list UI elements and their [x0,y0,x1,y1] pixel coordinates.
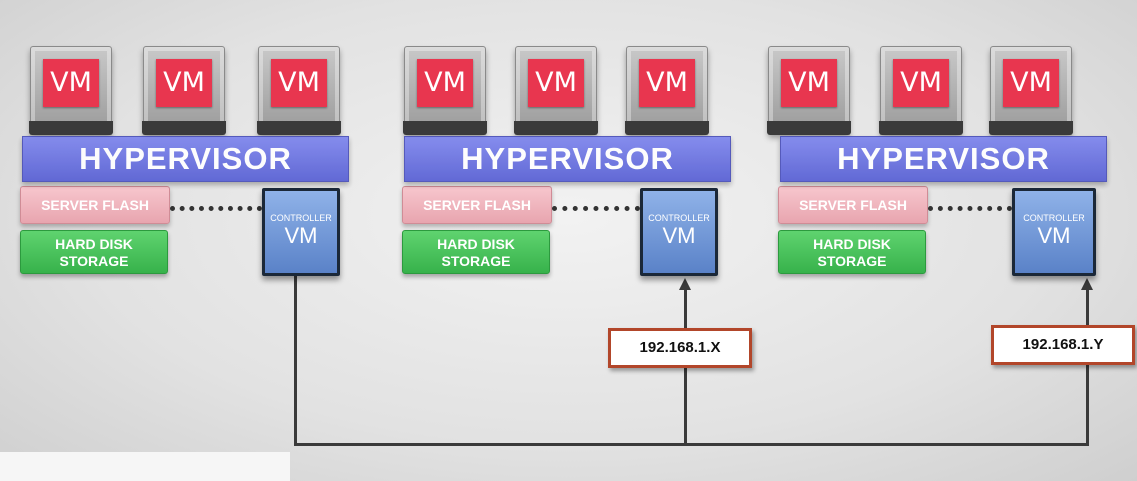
controller-vm: CONTROLLER VM [1012,188,1096,276]
storage-label: STORAGE [817,253,887,269]
vm-label: VM [781,59,837,107]
vm-box: VM [257,46,341,135]
dotted-link [928,206,1012,211]
vm-label: VM [528,59,584,107]
vm-box: VM [403,46,487,135]
vm-label: VM [43,59,99,107]
hypervisor-bar: HYPERVISOR [404,136,731,182]
vm-box: VM [514,46,598,135]
network-bus-line [294,443,1089,446]
controller-label: CONTROLLER [270,213,332,223]
controller-label: CONTROLLER [1023,213,1085,223]
server-flash: SERVER FLASH [20,186,170,224]
vm-box: VM [879,46,963,135]
hypervisor-bar: HYPERVISOR [780,136,1107,182]
arrow-up-icon [679,278,691,290]
controller-vm-label: VM [662,223,696,248]
dotted-link [552,206,640,211]
hard-disk-label: HARD DISK [813,236,891,252]
hypervisor-bar: HYPERVISOR [22,136,349,182]
node-2: VM VM VM HYPERVISOR SERVER FLASH HARD DI… [402,0,764,300]
controller-vm: CONTROLLER VM [640,188,718,276]
hard-disk-label: HARD DISK [437,236,515,252]
network-line-node-1 [294,276,297,446]
node-1: VM VM VM HYPERVISOR SERVER FLASH HARD DI… [20,0,382,300]
vm-label: VM [417,59,473,107]
hard-disk-label: HARD DISK [55,236,133,252]
ip-label-x: 192.168.1.X [608,328,752,368]
vm-label: VM [639,59,695,107]
storage-label: STORAGE [59,253,129,269]
network-line-node-2 [684,290,687,446]
overlay-patch [0,452,290,481]
vm-label: VM [271,59,327,107]
network-line-node-3 [1086,290,1089,446]
dotted-link [170,206,262,211]
controller-vm: CONTROLLER VM [262,188,340,276]
controller-vm-label: VM [284,223,318,248]
controller-label: CONTROLLER [648,213,710,223]
vm-box: VM [625,46,709,135]
server-flash: SERVER FLASH [402,186,552,224]
server-flash: SERVER FLASH [778,186,928,224]
node-3: VM VM VM HYPERVISOR SERVER FLASH HARD DI… [767,0,1137,300]
ip-label-y: 192.168.1.Y [991,325,1135,365]
vm-box: VM [989,46,1073,135]
vm-label: VM [893,59,949,107]
vm-label: VM [156,59,212,107]
storage-label: STORAGE [441,253,511,269]
vm-box: VM [142,46,226,135]
hard-disk-storage: HARD DISK STORAGE [778,230,926,274]
controller-vm-label: VM [1037,223,1071,248]
hard-disk-storage: HARD DISK STORAGE [402,230,550,274]
vm-box: VM [29,46,113,135]
vm-label: VM [1003,59,1059,107]
vm-box: VM [767,46,851,135]
hard-disk-storage: HARD DISK STORAGE [20,230,168,274]
arrow-up-icon [1081,278,1093,290]
